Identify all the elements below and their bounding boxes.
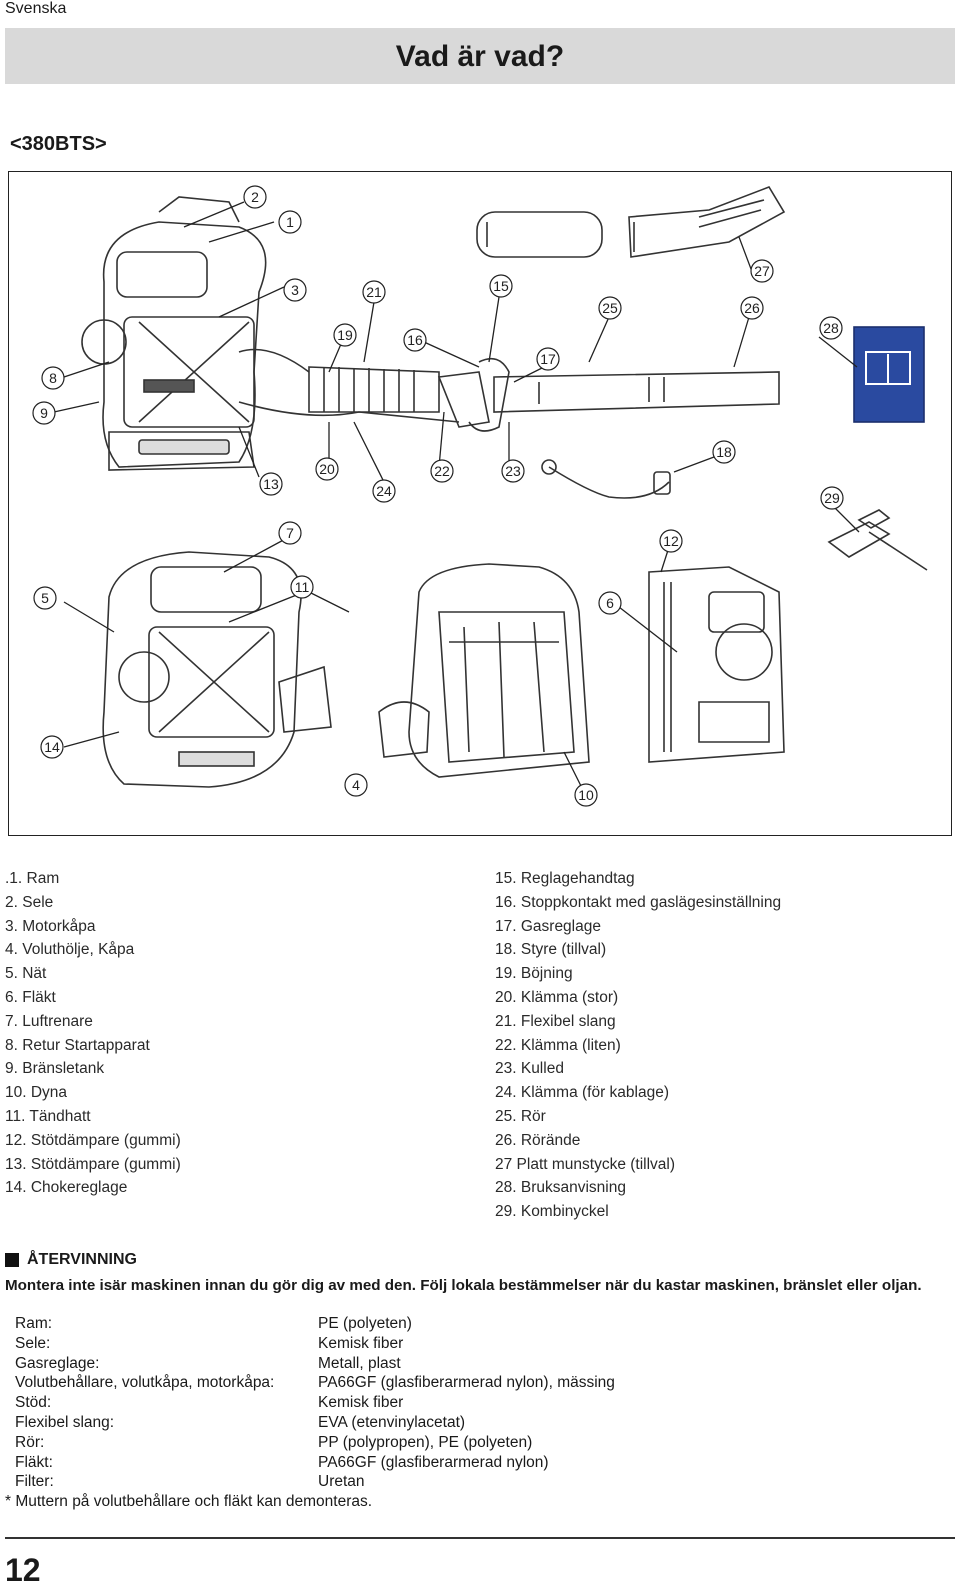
material-value: EVA (etenvinylacetat) bbox=[318, 1413, 466, 1431]
blower-profile-drawing bbox=[648, 566, 785, 763]
callout-number: 24 bbox=[376, 483, 392, 499]
material-label: Ram: bbox=[15, 1315, 53, 1332]
callout-number: 10 bbox=[578, 787, 594, 803]
material-value: PA66GF (glasfiberarmerad nylon), mässing bbox=[318, 1374, 615, 1392]
callout-number: 12 bbox=[663, 533, 679, 549]
page-title: Vad är vad? bbox=[395, 40, 565, 73]
parts-list-item: 6. Fläkt bbox=[5, 988, 56, 1006]
parts-list-item: 14. Chokereglage bbox=[5, 1179, 128, 1197]
parts-list-item: 10. Dyna bbox=[5, 1084, 68, 1102]
blower-back-drawing bbox=[378, 563, 590, 778]
callout-number: 20 bbox=[319, 461, 335, 477]
callout-number: 16 bbox=[407, 332, 423, 348]
parts-list-item: 5. Nät bbox=[5, 965, 47, 983]
material-value: PA66GF (glasfiberarmerad nylon) bbox=[318, 1453, 549, 1471]
material-label: Flexibel slang: bbox=[15, 1413, 115, 1431]
callout-number: 25 bbox=[602, 300, 618, 316]
parts-list-item: 21. Flexibel slang bbox=[495, 1012, 616, 1030]
material-label: Fläkt: bbox=[15, 1453, 53, 1471]
parts-list-item: .1. Ram bbox=[5, 870, 60, 887]
language-label: Svenska bbox=[5, 0, 67, 17]
callout-number: 1 bbox=[286, 214, 294, 230]
parts-list-item: 18. Styre (tillval) bbox=[495, 941, 607, 959]
callout-number: 27 bbox=[754, 263, 770, 279]
parts-list-item: 15. Reglagehandtag bbox=[495, 870, 635, 887]
callout-number: 13 bbox=[263, 476, 279, 492]
blower-front-drawing bbox=[81, 196, 267, 471]
parts-list-item: 23. Kulled bbox=[495, 1060, 564, 1078]
recycling-heading: ÅTERVINNING bbox=[5, 1251, 137, 1269]
callout-number: 26 bbox=[744, 300, 760, 316]
recycling-text: Montera inte isär maskinen innan du gör … bbox=[5, 1277, 922, 1294]
parts-list-item: 20. Klämma (stor) bbox=[495, 988, 619, 1006]
parts-list-item: 9. Bränsletank bbox=[5, 1060, 105, 1078]
callout-number: 3 bbox=[291, 282, 299, 298]
parts-list-item: 11. Tändhatt bbox=[5, 1107, 91, 1125]
parts-list-item: 17. Gasreglage bbox=[495, 917, 601, 935]
callout-number: 9 bbox=[40, 405, 48, 421]
parts-list-right: 15. Reglagehandtag 16. Stoppkontakt med g… bbox=[495, 867, 781, 1224]
wrench-drawing bbox=[827, 509, 928, 571]
material-label: Volutbehållare, volutkåpa, motorkåpa: bbox=[15, 1374, 275, 1392]
bottom-divider bbox=[5, 1537, 955, 1539]
material-label: Rör: bbox=[15, 1433, 45, 1451]
callout-number: 5 bbox=[41, 590, 49, 606]
callout-number: 14 bbox=[44, 739, 60, 755]
callout-number: 11 bbox=[295, 579, 310, 595]
material-value: PE (polyeten) bbox=[318, 1315, 412, 1332]
material-value: Uretan bbox=[318, 1473, 365, 1491]
callout-number: 22 bbox=[434, 463, 450, 479]
parts-list-item: 24. Klämma (för kablage) bbox=[495, 1084, 670, 1102]
callout-number: 8 bbox=[49, 370, 57, 386]
parts-list-item: 28. Bruksanvisning bbox=[495, 1179, 626, 1197]
material-label: Filter: bbox=[15, 1473, 54, 1491]
parts-list-item: 29. Kombinyckel bbox=[495, 1203, 609, 1221]
callout-number: 2 bbox=[251, 189, 259, 205]
callout-number: 21 bbox=[366, 284, 382, 300]
footnote: * Muttern på volutbehållare och fläkt ka… bbox=[5, 1493, 373, 1510]
callout-number: 4 bbox=[352, 777, 360, 793]
parts-list-item: 8. Retur Startapparat bbox=[5, 1036, 150, 1054]
material-value: Kemisk fiber bbox=[318, 1334, 404, 1352]
cable-drawing bbox=[238, 401, 671, 499]
material-label: Stöd: bbox=[15, 1394, 52, 1412]
material-value: Metall, plast bbox=[318, 1354, 401, 1372]
callout-number: 17 bbox=[540, 351, 556, 367]
parts-list-item: 26. Rörände bbox=[495, 1131, 581, 1149]
material-label: Sele: bbox=[15, 1334, 51, 1352]
parts-list-item: 22. Klämma (liten) bbox=[495, 1036, 621, 1054]
callout-number: 15 bbox=[493, 278, 509, 294]
parts-list-left: .1. Ram 2. Sele 3. Motorkåpa 4. Voluthölje,… bbox=[5, 867, 181, 1200]
tube-assembly-drawing bbox=[238, 186, 786, 432]
parts-list-item: 4. Voluthölje, Kåpa bbox=[5, 941, 135, 959]
parts-list-item: 16. Stoppkontakt med gaslägesinställning bbox=[495, 893, 782, 911]
callout-number: 23 bbox=[505, 463, 521, 479]
callout-number: 19 bbox=[337, 327, 353, 343]
parts-list-item: 27 Platt munstycke (tillval) bbox=[495, 1155, 676, 1173]
callout-number: 18 bbox=[716, 444, 732, 460]
parts-list-item: 7. Luftrenare bbox=[5, 1012, 93, 1030]
parts-list-item: 2. Sele bbox=[5, 893, 54, 911]
title-bar: Vad är vad? bbox=[5, 28, 955, 84]
callout-number: 28 bbox=[823, 320, 839, 336]
callout-number: 29 bbox=[824, 490, 840, 506]
material-label: Gasreglage: bbox=[15, 1354, 100, 1372]
page-number: 12 bbox=[5, 1552, 41, 1588]
parts-list-item: 19. Böjning bbox=[495, 965, 573, 983]
recycling-title: ÅTERVINNING bbox=[27, 1251, 137, 1268]
callout-number: 6 bbox=[606, 595, 614, 611]
parts-list-item: 25. Rör bbox=[495, 1107, 546, 1125]
parts-illustration: 1234567891011121314151617181920212223242… bbox=[32, 185, 928, 807]
material-value: Kemisk fiber bbox=[318, 1394, 404, 1412]
callout-number: 7 bbox=[286, 525, 294, 541]
model-label: <380BTS> bbox=[10, 133, 107, 155]
parts-list-item: 13. Stötdämpare (gummi) bbox=[5, 1155, 181, 1173]
parts-list-item: 3. Motorkåpa bbox=[5, 917, 96, 935]
parts-list-item: 12. Stötdämpare (gummi) bbox=[5, 1131, 181, 1149]
square-bullet-icon bbox=[5, 1253, 19, 1267]
blower-side-drawing bbox=[102, 551, 332, 788]
material-value: PP (polypropen), PE (polyeten) bbox=[318, 1433, 533, 1451]
